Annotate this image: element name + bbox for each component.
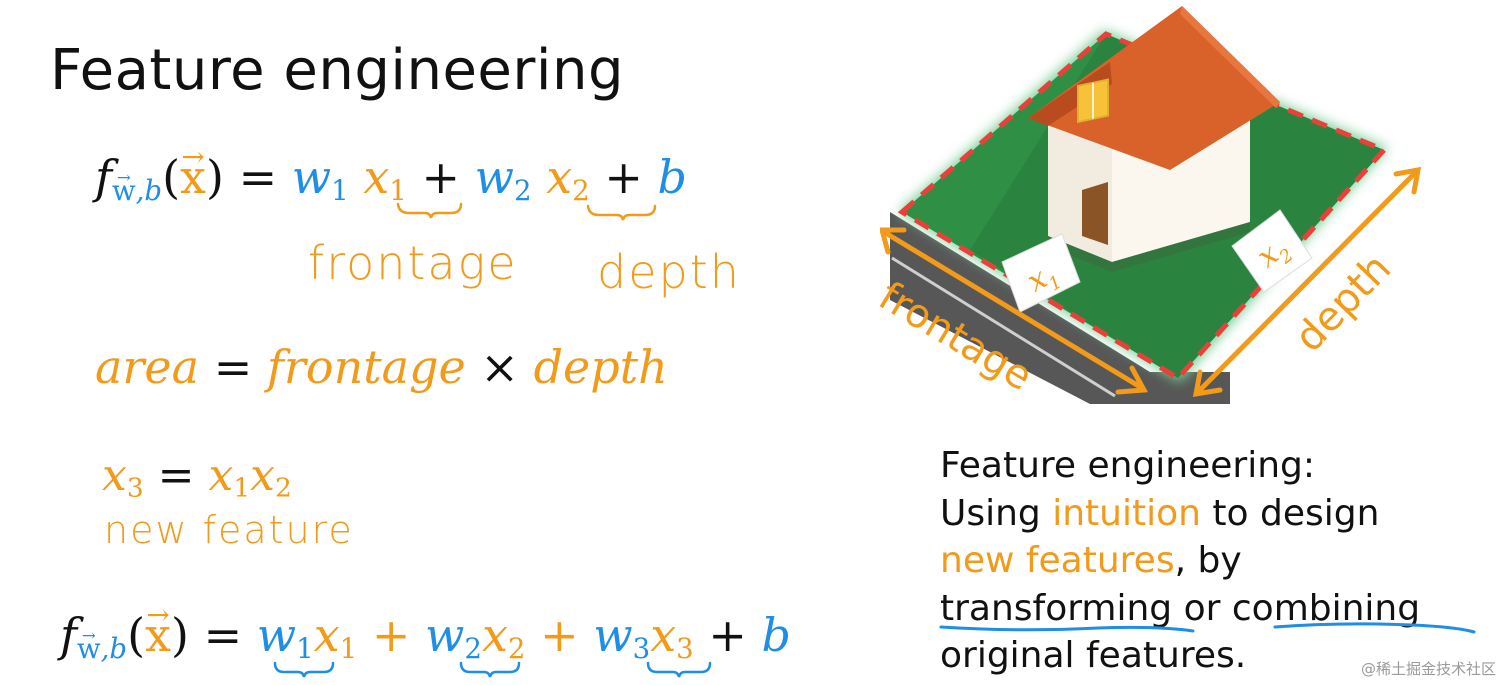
definition-text: Feature engineering: Using intuition to … <box>940 442 1420 680</box>
watermark: @稀土掘金技术社区 <box>1360 660 1496 678</box>
eq4-f: f <box>60 608 78 662</box>
eq4-x2: x2 <box>481 608 526 665</box>
area-equation: area = frontage × depth <box>95 340 668 394</box>
eq4-x3: x3 <box>650 608 694 665</box>
underline-combining <box>1273 622 1476 634</box>
eq1-x2: x2 <box>546 150 590 207</box>
definition-line-3: new features, by <box>940 540 1242 581</box>
eq3-x3: x3 <box>102 450 144 504</box>
vector-arrow-icon: → <box>116 168 131 188</box>
annotation-depth: depth <box>597 245 741 299</box>
eq1-b: b <box>657 150 687 204</box>
eq4-sub-b: ,b <box>100 631 128 665</box>
eq4-w2: w2 <box>425 608 482 665</box>
brace-under-w2 <box>459 661 521 678</box>
road-line <box>891 256 1116 398</box>
eq4-x1: x1 <box>313 608 358 665</box>
eq4-rparen: ) <box>171 608 189 662</box>
new-feature-equation: x3 = x1x2 <box>102 450 292 504</box>
eq4-lparen: ( <box>127 608 146 662</box>
brace-under-w1 <box>273 661 335 678</box>
model-equation-engineered: f→w,b(→x) = w1x1 + w2x2 + w3x3 + b <box>60 598 791 665</box>
tag-x2 <box>1231 209 1313 293</box>
frontage-arrow <box>880 227 1149 395</box>
eq1-x1: x1 <box>363 150 407 207</box>
brace-under-x2 <box>586 204 657 221</box>
eq4-plus-2: + <box>540 608 579 662</box>
eq4-w3: w3 <box>593 608 651 665</box>
eq1-lparen: ( <box>162 150 181 204</box>
eq2-frontage: frontage <box>266 340 466 394</box>
house-lot-illustration: x1 x2 frontage depth <box>880 6 1422 404</box>
eq1-rparen: ) <box>206 150 224 204</box>
tag-x1 <box>1001 233 1081 313</box>
eq1-vector-x: →x <box>180 140 206 204</box>
eq4-w1: w1 <box>256 608 314 665</box>
eq2-equals: = <box>213 340 253 394</box>
eq4-sub-w: →w <box>77 626 101 665</box>
definition-line-2: Using intuition to design <box>940 492 1380 534</box>
eq1-f: f <box>95 150 113 204</box>
annotation-new-feature: new feature <box>104 508 354 552</box>
eq3-x2: x2 <box>250 450 292 504</box>
eq1-equals: = <box>238 150 278 204</box>
annotation-frontage: frontage <box>308 236 518 290</box>
vector-arrow-icon: → <box>146 598 170 632</box>
definition-line-5: original features. <box>940 635 1247 676</box>
definition-line-4: transforming or combining <box>940 587 1421 629</box>
house-door <box>1082 182 1108 245</box>
page-title: Feature engineering <box>50 38 624 103</box>
eq2-times: × <box>480 340 519 394</box>
definition-line-1: Feature engineering: <box>940 445 1316 486</box>
depth-arrow <box>1192 166 1422 398</box>
eq1-w2: w2 <box>474 150 532 207</box>
vector-arrow-icon: → <box>81 626 96 646</box>
brace-under-x1 <box>396 202 463 219</box>
eq4-equals: = <box>203 608 243 662</box>
eq1-w1: w1 <box>291 150 349 207</box>
brace-under-w3 <box>646 661 712 678</box>
eq4-b: b <box>761 608 791 662</box>
vector-arrow-icon: → <box>181 140 205 174</box>
eq3-equals: = <box>157 450 195 501</box>
eq4-plus-1: + <box>371 608 411 662</box>
underline-transforming <box>939 625 1195 633</box>
eq2-area: area <box>95 340 200 394</box>
eq2-depth: depth <box>533 340 668 394</box>
eq1-sub-w: →w <box>112 168 136 207</box>
eq4-vector-x: →x <box>145 598 171 662</box>
eq3-x1: x1 <box>208 450 251 504</box>
eq4-plus-3: + <box>708 608 747 662</box>
eq1-plus-1: + <box>421 150 460 204</box>
model-equation-original: f→w,b(→x) = w1 x1 + w2 x2 + b <box>95 140 687 207</box>
eq1-plus-2: + <box>604 150 643 204</box>
eq1-sub-b: ,b <box>135 173 163 207</box>
